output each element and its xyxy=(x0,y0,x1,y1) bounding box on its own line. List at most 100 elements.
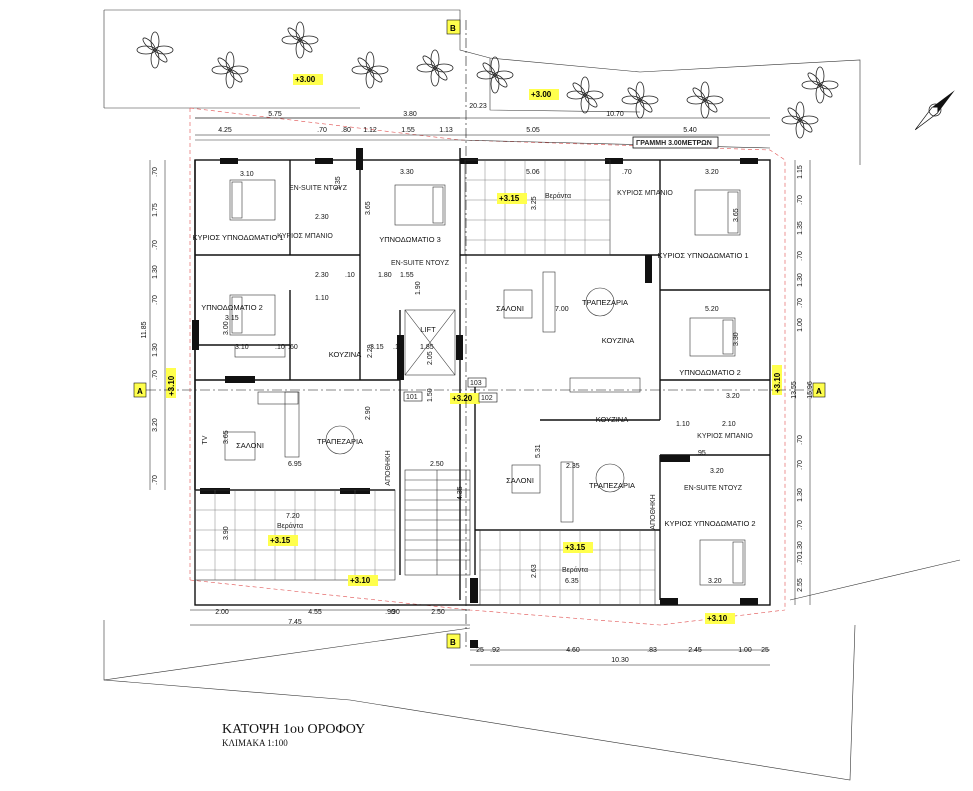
room-bath-left-label: ΚΥΡΙΟΣ ΜΠΑΝΙΟ xyxy=(277,233,333,240)
dim-label: 3.20 xyxy=(705,169,719,176)
dim-label: 1.10 xyxy=(315,295,329,302)
dim-label: 1.15 xyxy=(797,165,804,179)
room-veranda-left-label: Βεράντα xyxy=(277,522,303,530)
dim-label: 5.20 xyxy=(705,306,719,313)
dim-label: 7.20 xyxy=(286,513,300,520)
dim-label: .92 xyxy=(490,647,500,654)
room-bed3-label: ΥΠΝΟΔΩΜΑΤΙΟ 3 xyxy=(379,235,441,244)
level-right-side: +3.10 xyxy=(773,372,782,393)
plant-icon xyxy=(801,66,839,104)
dim-label: .70 xyxy=(152,475,159,485)
dim-label: 1.90 xyxy=(415,281,422,295)
dim-label: 1.55 xyxy=(400,272,414,279)
lift-label: LIFT xyxy=(420,325,436,334)
dim-label: 25 xyxy=(476,647,484,654)
room-bed2-left-label: ΥΠΝΟΔΩΜΑΤΙΟ 2 xyxy=(201,303,263,312)
section-a-right: A xyxy=(816,387,822,396)
dims-top: 5.75 3.80 20.23 10.70 4.25 .70 .80 1.12 … xyxy=(218,103,697,134)
furniture-beds xyxy=(229,179,746,586)
dim-label: 1.80 xyxy=(378,272,392,279)
dim-label: 2.63 xyxy=(531,564,538,578)
dim-label: 2.50 xyxy=(431,609,445,616)
plant-icon xyxy=(476,56,514,94)
room-ensuite-mid-label: EN-SUITE ΝΤΟΥΖ xyxy=(391,260,450,267)
room-master-right-top-label: ΚΥΡΙΟΣ ΥΠΝΟΔΩΜΑΤΙΟ 1 xyxy=(657,251,748,260)
dim-label: 1.30 xyxy=(797,541,804,555)
dims-bottom: 2.00 4.55 .90 2.50 7.45 25 .92 4.60 .83 … xyxy=(215,609,769,664)
dim-label: 1.75 xyxy=(152,203,159,217)
dim-label: .80 xyxy=(341,127,351,134)
dim-label: 5.40 xyxy=(683,127,697,134)
door-tags: 101 102 103 xyxy=(403,377,498,403)
room-dining-right-label: ΤΡΑΠΕΖΑΡΙΑ xyxy=(589,481,635,490)
section-b-bottom: B xyxy=(450,638,456,647)
dim-label: 2.00 xyxy=(215,609,229,616)
dim-label: 10.70 xyxy=(606,111,624,118)
dim-label: 7.45 xyxy=(288,619,302,626)
dim-label: 2.10 xyxy=(722,421,736,428)
dim-label: 4.35 xyxy=(457,486,464,500)
room-living-mid-label: ΣΑΛΟΝΙ xyxy=(496,304,524,313)
dim-label: 7.00 xyxy=(555,306,569,313)
title-block: ΚΑΤΟΨΗ 1ου ΟΡΟΦΟΥ ΚΛΙΜΑΚΑ 1:100 xyxy=(222,722,365,748)
dim-label: .70 xyxy=(797,251,804,261)
plant-icon xyxy=(211,51,249,89)
dim-label: 11.85 xyxy=(141,321,148,338)
room-veranda-right-label: Βεράντα xyxy=(562,566,588,574)
dim-label: 2.50 xyxy=(430,461,444,468)
dim-label: 5.06 xyxy=(526,169,540,176)
dim-label: 3.15 xyxy=(370,344,384,351)
dims-right: 1.15 .70 1.35 .70 1.30 .70 1.00 .70 .70 … xyxy=(791,165,814,592)
dim-label: 3.25 xyxy=(531,196,538,210)
room-living-right-label: ΣΑΛΟΝΙ xyxy=(506,476,534,485)
dim-label: 3.20 xyxy=(726,393,740,400)
dim-label: 2.30 xyxy=(315,272,329,279)
dim-label: 5.05 xyxy=(526,127,540,134)
plant-icon xyxy=(351,51,389,89)
room-ensuite-right-label: EN-SUITE ΝΤΟΥΖ xyxy=(684,485,743,492)
room-bath-top-right-label: ΚΥΡΙΟΣ ΜΠΑΝΙΟ xyxy=(617,190,673,197)
dim-label: .70 xyxy=(152,295,159,305)
site-boundary xyxy=(103,9,961,781)
room-kitchen-left-label: ΚΟΥΖΙΝΑ xyxy=(329,350,361,359)
dim-label: 2.35 xyxy=(566,463,580,470)
level-left-side: +3.10 xyxy=(167,375,176,396)
dim-label: 3.00 xyxy=(223,321,230,335)
plant-icon xyxy=(686,81,724,119)
dim-label: 1.30 xyxy=(797,488,804,502)
door-tag-102: 102 xyxy=(481,395,493,402)
dim-label: 1.50 xyxy=(427,388,434,402)
plant-icon xyxy=(781,101,819,139)
room-kitchen-mid-label: ΚΟΥΖΙΝΑ xyxy=(602,336,634,345)
dim-label: 5.75 xyxy=(268,111,282,118)
dim-label: 13.55 xyxy=(791,381,798,399)
dim-label: 1.30 xyxy=(797,273,804,287)
dim-label: 6.95 xyxy=(288,461,302,468)
storage-right-label: ΑΠΟΘΗΚΗ xyxy=(650,494,657,529)
dim-label: .10 xyxy=(275,344,285,351)
dim-label: .70 xyxy=(622,169,632,176)
dim-label: .70 xyxy=(797,520,804,530)
level-balcony-right: +3.15 xyxy=(565,543,586,552)
dim-label: 3.20 xyxy=(710,468,724,475)
dim-label: 1.35 xyxy=(797,221,804,235)
dim-label: 3.65 xyxy=(365,201,372,215)
dim-label: 4.60 xyxy=(566,647,580,654)
dims-inner: 3.10 3.15 2.30 3.65 1.35 3.30 2.30 .10 1… xyxy=(223,169,740,616)
dim-label: .70 xyxy=(152,370,159,380)
drawing-title: ΚΑΤΟΨΗ 1ου ΟΡΟΦΟΥ xyxy=(222,722,365,737)
plant-icon xyxy=(621,81,659,119)
room-dining-left-label: ΤΡΑΠΕΖΑΡΙΑ xyxy=(317,437,363,446)
dim-label: 2.45 xyxy=(688,647,702,654)
level-core: +3.20 xyxy=(452,394,473,403)
dim-label: 6.35 xyxy=(565,578,579,585)
dim-label: .70 xyxy=(317,127,327,134)
dim-label: 3.20 xyxy=(708,578,722,585)
dim-label: 2.90 xyxy=(365,406,372,420)
dim-label: 1.00 xyxy=(738,647,752,654)
room-bed2-right-label: ΥΠΝΟΔΩΜΑΤΙΟ 2 xyxy=(679,368,741,377)
lift-shaft xyxy=(404,309,456,376)
boundary-note: ΓΡΑΜΜΗ 3.00ΜΕΤΡΩΝ xyxy=(632,136,719,149)
dim-label: 25 xyxy=(761,647,769,654)
